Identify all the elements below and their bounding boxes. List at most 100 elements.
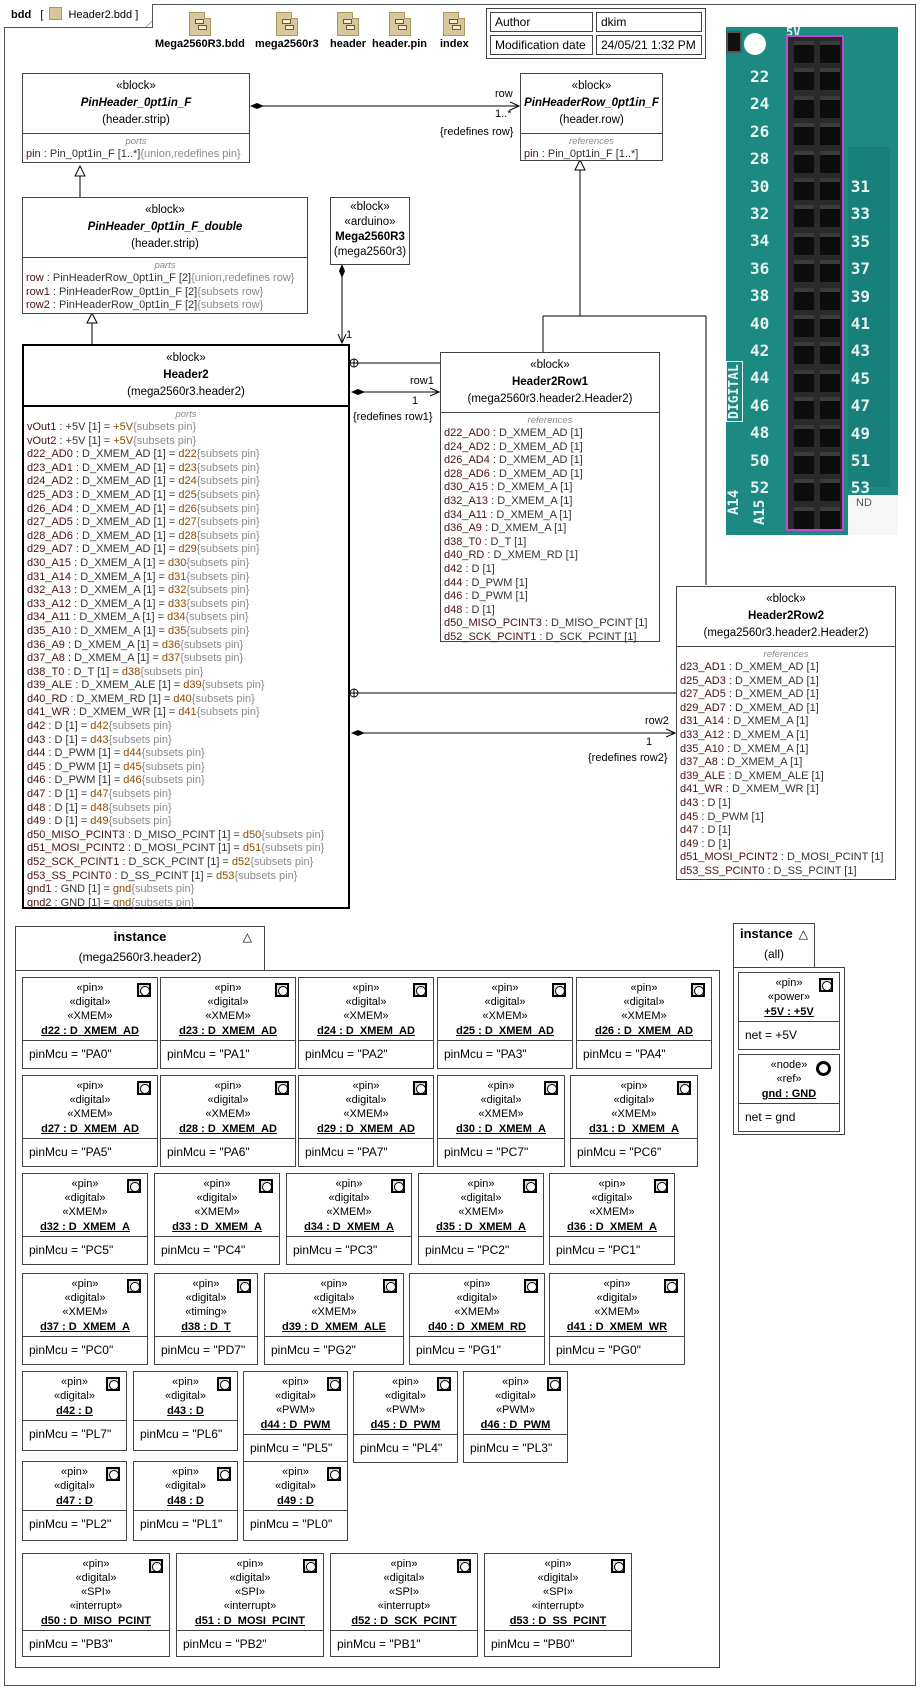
property-line[interactable]: d46 : D_PWM [1] = d46{subsets pin}: [27, 774, 345, 788]
property-line[interactable]: d50_MISO_PCINT3 : D_MISO_PCINT [1] = d50…: [27, 829, 345, 843]
property-line[interactable]: d47 : D [1] = d47{subsets pin}: [27, 788, 345, 802]
property-line[interactable]: pin : Pin_0pt1in_F [1..*]{union,redefine…: [26, 148, 246, 162]
property-line[interactable]: d38_T0 : D_T [1] = d38{subsets pin}: [27, 666, 345, 680]
property-line[interactable]: d23_AD1 : D_XMEM_AD [1] = d23{subsets pi…: [27, 462, 345, 476]
shortcut-mega2560r3[interactable]: mega2560r3: [255, 12, 319, 50]
property-line[interactable]: d36_A9 : D_XMEM_A [1] = d36{subsets pin}: [27, 639, 345, 653]
property-line[interactable]: row1 : PinHeaderRow_0pt1in_F [2]{subsets…: [26, 286, 304, 300]
instance-spec-d52[interactable]: «pin»«digital»«SPI»«interrupt»d52 : D_SC…: [330, 1553, 478, 1657]
property-line[interactable]: d39_ALE : D_XMEM_ALE [1] = d39{subsets p…: [27, 679, 345, 693]
property-line[interactable]: d49 : D [1]: [680, 838, 892, 852]
property-line[interactable]: d43 : D [1] = d43{subsets pin}: [27, 734, 345, 748]
block-pinheader-0pt1in-f-double[interactable]: «block» PinHeader_0pt1in_F_double (heade…: [22, 197, 308, 314]
property-line[interactable]: d36_A9 : D_XMEM_A [1]: [444, 522, 656, 536]
instance-spec-d51[interactable]: «pin»«digital»«SPI»«interrupt»d51 : D_MO…: [176, 1553, 324, 1657]
property-line[interactable]: d40_RD : D_XMEM_RD [1]: [444, 549, 656, 563]
block-header2[interactable]: «block» Header2 (mega2560r3.header2) por…: [22, 344, 350, 909]
shortcut-mega2560r3-bdd[interactable]: Mega2560R3.bdd: [155, 12, 245, 50]
property-line[interactable]: d52_SCK_PCINT1 : D_SCK_PCINT [1]: [444, 631, 656, 645]
property-line[interactable]: d41_WR : D_XMEM_WR [1]: [680, 783, 892, 797]
property-line[interactable]: d42 : D [1]: [444, 563, 656, 577]
property-line[interactable]: d49 : D [1] = d49{subsets pin}: [27, 815, 345, 829]
property-line[interactable]: d27_AD5 : D_XMEM_AD [1] = d27{subsets pi…: [27, 516, 345, 530]
property-line[interactable]: d33_A12 : D_XMEM_A [1] = d33{subsets pin…: [27, 598, 345, 612]
property-line[interactable]: d45 : D_PWM [1] = d45{subsets pin}: [27, 761, 345, 775]
property-line[interactable]: d45 : D_PWM [1]: [680, 811, 892, 825]
property-line[interactable]: d31_A14 : D_XMEM_A [1]: [680, 715, 892, 729]
property-line[interactable]: d33_A12 : D_XMEM_A [1]: [680, 729, 892, 743]
property-line[interactable]: d50_MISO_PCINT3 : D_MISO_PCINT [1]: [444, 617, 656, 631]
property-line[interactable]: d41_WR : D_XMEM_WR [1] = d41{subsets pin…: [27, 706, 345, 720]
property-line[interactable]: d29_AD7 : D_XMEM_AD [1]: [680, 702, 892, 716]
property-line[interactable]: d30_A15 : D_XMEM_A [1]: [444, 481, 656, 495]
shortcut-header-pin[interactable]: header.pin: [372, 12, 427, 50]
property-line[interactable]: d30_A15 : D_XMEM_A [1] = d30{subsets pin…: [27, 557, 345, 571]
shortcut-index[interactable]: index: [440, 12, 469, 50]
property-line[interactable]: d53_SS_PCINT0 : D_SS_PCINT [1] = d53{sub…: [27, 870, 345, 884]
block-pinheaderrow-0pt1in-f[interactable]: «block» PinHeaderRow_0pt1in_F (header.ro…: [520, 73, 663, 161]
property-line[interactable]: d22_AD0 : D_XMEM_AD [1]: [444, 427, 656, 441]
property-line[interactable]: d27_AD5 : D_XMEM_AD [1]: [680, 688, 892, 702]
property-line[interactable]: row : PinHeaderRow_0pt1in_F [2]{union,re…: [26, 272, 304, 286]
block-header2row2[interactable]: «block» Header2Row2 (mega2560r3.header2.…: [676, 586, 896, 880]
property-line[interactable]: d34_A11 : D_XMEM_A [1]: [444, 509, 656, 523]
collapse-triangle-icon[interactable]: △: [242, 930, 252, 944]
property-line[interactable]: d31_A14 : D_XMEM_A [1] = d31{subsets pin…: [27, 571, 345, 585]
property-line[interactable]: d34_A11 : D_XMEM_A [1] = d34{subsets pin…: [27, 611, 345, 625]
property-line[interactable]: d51_MOSI_PCINT2 : D_MOSI_PCINT [1] = d51…: [27, 842, 345, 856]
property-line[interactable]: d44 : D_PWM [1]: [444, 577, 656, 591]
property-line[interactable]: d25_AD3 : D_XMEM_AD [1] = d25{subsets pi…: [27, 489, 345, 503]
property-line[interactable]: d43 : D [1]: [680, 797, 892, 811]
property-line[interactable]: d25_AD3 : D_XMEM_AD [1]: [680, 675, 892, 689]
property-line[interactable]: d32_A13 : D_XMEM_A [1] = d32{subsets pin…: [27, 584, 345, 598]
property-line[interactable]: d38_T0 : D_T [1]: [444, 536, 656, 550]
property-line[interactable]: d32_A13 : D_XMEM_A [1]: [444, 495, 656, 509]
property-line[interactable]: d39_ALE : D_XMEM_ALE [1]: [680, 770, 892, 784]
property-line[interactable]: row2 : PinHeaderRow_0pt1in_F [2]{subsets…: [26, 299, 304, 313]
block-mega2560r3[interactable]: «block» «arduino» Mega2560R3 (mega2560r3…: [330, 197, 410, 265]
property-line[interactable]: d29_AD7 : D_XMEM_AD [1] = d29{subsets pi…: [27, 543, 345, 557]
property-line[interactable]: vOut2 : +5V [1] = +5V{subsets pin}: [27, 435, 345, 449]
property-line[interactable]: d44 : D_PWM [1] = d44{subsets pin}: [27, 747, 345, 761]
property-line[interactable]: d53_SS_PCINT0 : D_SS_PCINT [1]: [680, 865, 892, 879]
instance-spec-d53[interactable]: «pin»«digital»«SPI»«interrupt»d53 : D_SS…: [484, 1553, 632, 1657]
property-line[interactable]: d26_AD4 : D_XMEM_AD [1] = d26{subsets pi…: [27, 503, 345, 517]
property-line[interactable]: d35_A10 : D_XMEM_A [1]: [680, 743, 892, 757]
property-line[interactable]: gnd2 : GND [1] = gnd{subsets pin}: [27, 897, 345, 911]
instance-spec-d50[interactable]: «pin»«digital»«SPI»«interrupt»d50 : D_MI…: [22, 1553, 170, 1657]
property-line[interactable]: d28_AD6 : D_XMEM_AD [1] = d28{subsets pi…: [27, 530, 345, 544]
property-line[interactable]: d26_AD4 : D_XMEM_AD [1]: [444, 454, 656, 468]
property-line[interactable]: d46 : D_PWM [1]: [444, 590, 656, 604]
property-line[interactable]: d51_MOSI_PCINT2 : D_MOSI_PCINT [1]: [680, 851, 892, 865]
property-line[interactable]: d40_RD : D_XMEM_RD [1] = d40{subsets pin…: [27, 693, 345, 707]
collapse-triangle-icon[interactable]: △: [798, 927, 808, 941]
property-line[interactable]: pin : Pin_0pt1in_F [1..*]: [524, 148, 659, 162]
property-line[interactable]: d28_AD6 : D_XMEM_AD [1]: [444, 468, 656, 482]
property-line[interactable]: d37_A8 : D_XMEM_A [1] = d37{subsets pin}: [27, 652, 345, 666]
property-line[interactable]: d24_AD2 : D_XMEM_AD [1] = d24{subsets pi…: [27, 475, 345, 489]
